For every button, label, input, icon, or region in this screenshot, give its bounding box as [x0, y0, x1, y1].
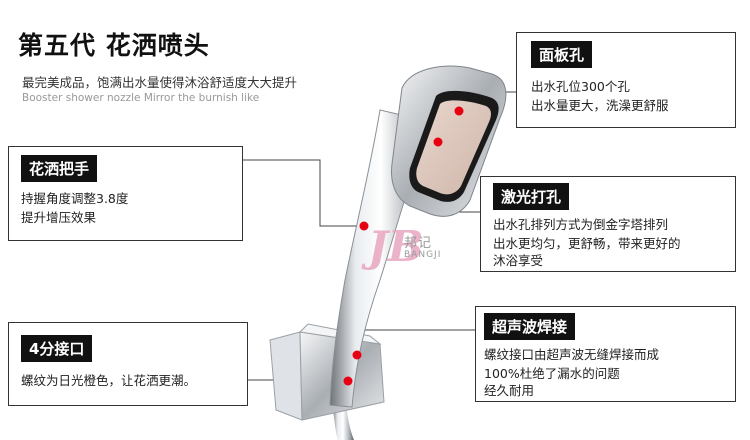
- callout-ultrasonic-weld-line-1: 螺纹接口由超声波无缝焊接而成: [484, 347, 660, 362]
- brand-name-cn: 邦记: [404, 236, 433, 251]
- callout-handle: 花洒把手 持握角度调整3.8度 提升增压效果: [8, 146, 243, 241]
- callout-laser-holes-label: 激光打孔: [493, 183, 570, 210]
- callout-panel-holes-label: 面板孔: [531, 41, 593, 68]
- callout-laser-holes-line-2: 出水更均匀，更舒畅，带来更好的: [493, 236, 681, 251]
- callout-ultrasonic-weld-line-3: 经久耐用: [484, 383, 535, 398]
- callout-panel-holes: 面板孔 出水孔位300个孔 出水量更大，洗澡更舒服: [516, 32, 736, 128]
- marker-dots: [343, 106, 464, 386]
- line-handle: [243, 159, 364, 227]
- callout-connector-line-1: 螺纹为日光橙色，让花洒更潮。: [21, 373, 197, 388]
- hose: [332, 405, 354, 440]
- subtitle-en: Booster shower nozzle Mirror the burnish…: [22, 92, 260, 104]
- subtitle-cn: 最完美成品，饱满出水量使得沐浴舒适度大大提升: [22, 75, 298, 90]
- callout-connector-label: 4分接口: [21, 335, 93, 362]
- callout-laser-holes-line-3: 沐浴享受: [493, 253, 544, 268]
- callout-handle-line-2: 提升增压效果: [21, 210, 97, 225]
- callout-laser-holes: 激光打孔 出水孔排列方式为倒金字塔排列 出水更均匀，更舒畅，带来更好的 沐浴享受: [480, 176, 736, 272]
- callout-handle-label: 花洒把手: [21, 155, 98, 182]
- callout-panel-holes-line-1: 出水孔位300个孔: [531, 79, 630, 94]
- callout-connector: 4分接口 螺纹为日光橙色，让花洒更潮。: [8, 322, 248, 406]
- callout-panel-holes-line-2: 出水量更大，洗澡更舒服: [531, 98, 669, 113]
- callout-ultrasonic-weld-line-2: 100%杜绝了漏水的问题: [484, 366, 620, 381]
- brand-logo: JB: [368, 222, 424, 271]
- callout-ultrasonic-weld-label: 超声波焊接: [484, 313, 576, 340]
- page-title: 第五代 花洒喷头: [18, 31, 210, 60]
- callout-laser-holes-line-1: 出水孔排列方式为倒金字塔排列: [493, 217, 669, 232]
- face-panel: [416, 100, 491, 195]
- callout-ultrasonic-weld: 超声波焊接 螺纹接口由超声波无缝焊接而成 100%杜绝了漏水的问题 经久耐用: [475, 306, 736, 402]
- brand-name-en: BANGJI: [404, 250, 442, 260]
- callout-handle-line-1: 持握角度调整3.8度: [21, 191, 129, 206]
- wall-bracket: [269, 323, 385, 421]
